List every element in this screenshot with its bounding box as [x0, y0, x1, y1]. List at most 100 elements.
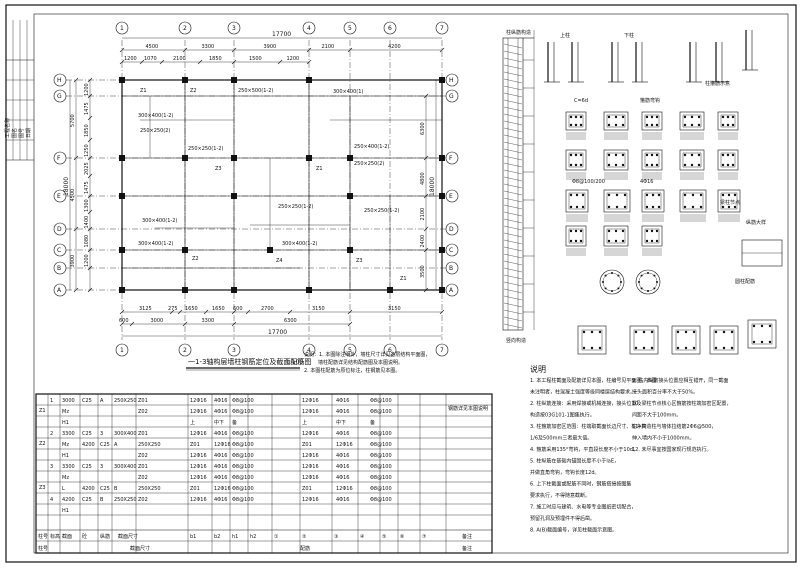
column-section-detail: [717, 149, 739, 180]
rebar-dot: [640, 274, 643, 277]
grid-bubble: [115, 21, 129, 35]
dimension-text: 600: [233, 306, 243, 312]
grid-bubble: [435, 343, 449, 357]
schedule-cell: Φ8@100: [370, 409, 392, 415]
schedule-cell: 4: [50, 497, 53, 503]
grid-label: 1: [120, 25, 124, 32]
title-block-labels: 工程名称 图名 图号 日期: [4, 118, 32, 138]
rebar-dot: [602, 281, 604, 283]
column: [119, 247, 125, 253]
dimension-text: 4500: [146, 44, 159, 50]
sheet-frame: [5, 4, 797, 563]
elevation-label: 竖向构造: [506, 337, 526, 344]
grid-bubble: [227, 343, 241, 357]
rebar-dot: [611, 272, 613, 274]
column: [439, 247, 445, 253]
grid-label: C: [449, 247, 453, 254]
schedule-cell: 12Φ16: [302, 464, 319, 470]
dimension-total: 17700: [268, 329, 287, 336]
rebar-dot: [620, 281, 622, 283]
schedule-cell: Φ8@100: [232, 497, 254, 503]
rebar-dot: [604, 287, 607, 290]
note-line: 4. 箍筋采用135°弯钩，平直段长度不小于10d。: [530, 446, 638, 453]
schedule-cell: 3300: [62, 431, 75, 437]
schedule-cell: 3: [100, 431, 103, 437]
grid-bubble: [445, 222, 459, 236]
column: [231, 287, 237, 293]
schedule-cell: H1: [62, 420, 69, 426]
grid-bubble: [435, 21, 449, 35]
dimension-text: 6300: [420, 122, 426, 135]
column: [119, 287, 125, 293]
grid-bubble: [178, 21, 192, 35]
column-section-detail: [641, 189, 665, 222]
schedule-group: Z3: [39, 485, 46, 491]
schedule-cell: 3: [50, 464, 53, 470]
column: [306, 287, 312, 293]
beam-label: 300×400(1-2): [138, 241, 173, 247]
grid-bubble: [53, 151, 67, 165]
dimension-text: 1850: [84, 124, 90, 137]
grid-label: E: [449, 193, 453, 200]
column: [306, 77, 312, 83]
dimension-text: 3300: [202, 44, 215, 50]
schedule-cell: Φ8@100: [370, 464, 392, 470]
schedule-cell: 4Φ16: [214, 464, 227, 470]
joint-detail: [709, 325, 739, 355]
dimension-text: 3150: [312, 306, 325, 312]
grid-bubble: [302, 21, 316, 35]
column-section-detail: [679, 189, 707, 222]
grid-label: 3: [232, 25, 236, 32]
rebar-dot: [653, 274, 656, 277]
grid-bubble: [53, 89, 67, 103]
plan-title: 一1-3轴构层墙柱钢筋定位及截面配筋图: [188, 357, 311, 366]
grid-bubble: [445, 73, 459, 87]
grid-label: 2: [183, 347, 187, 354]
grid-bubble: [445, 151, 459, 165]
rebar-dot: [647, 272, 649, 274]
note-line: 要求执行，不得随意截断。: [530, 492, 590, 499]
grid-label: A: [449, 287, 454, 294]
schedule-cell: 2: [50, 431, 53, 437]
dimension-text: 1850: [209, 56, 222, 62]
grid-label: 3: [232, 347, 236, 354]
schedule-cell: H1: [62, 508, 69, 514]
beam-label: 250×250(1-2): [364, 208, 399, 214]
elevation-strip: 竖向构造 柱纵筋构造: [502, 29, 535, 344]
column-tag: Z3: [215, 166, 222, 172]
schedule-header: 备注: [462, 533, 472, 540]
schedule-header: 柱号: [38, 533, 48, 540]
schedule-header: 截面尺寸: [118, 533, 138, 540]
detail-sample: 纵筋大样: [746, 219, 766, 226]
column: [439, 77, 445, 83]
dimension-text: 2100: [173, 56, 186, 62]
dimension-text: 1475: [84, 102, 90, 115]
grid-label: 7: [440, 25, 444, 32]
grid-bubble: [115, 343, 129, 357]
note-line: 并做直角弯钩，弯钩长度12d。: [530, 469, 600, 476]
schedule-header: h2: [250, 534, 256, 540]
column: [182, 247, 188, 253]
column-section-detail: [603, 189, 631, 222]
column: [231, 77, 237, 83]
schedule-group: Z2: [39, 441, 46, 447]
schedule-side: 钢筋详见本图说明: [448, 405, 488, 412]
beam-labels: 300×400(1) 250×500(1-2) 300×400(1-2) 250…: [138, 88, 399, 247]
column: [231, 193, 237, 199]
schedule-header: 砼: [82, 533, 87, 540]
schedule-cell: 250X250: [138, 486, 161, 492]
grid-bubble: [53, 189, 67, 203]
schedule-cell: Z01: [190, 486, 200, 492]
column-tag: Z2: [192, 256, 199, 262]
schedule-header: 纵筋: [100, 533, 110, 540]
schedule-cell: 12Φ16: [302, 409, 319, 415]
column: [119, 193, 125, 199]
dimension-text: 3500: [420, 265, 426, 278]
rebar-dot: [653, 287, 656, 290]
grid-bubble: [343, 21, 357, 35]
schedule-cell: 备: [370, 419, 375, 426]
beam-label: 250×250(1-2): [278, 204, 313, 210]
column: [119, 155, 125, 161]
grid-bubble: [178, 343, 192, 357]
schedule-cell: B: [100, 497, 104, 503]
